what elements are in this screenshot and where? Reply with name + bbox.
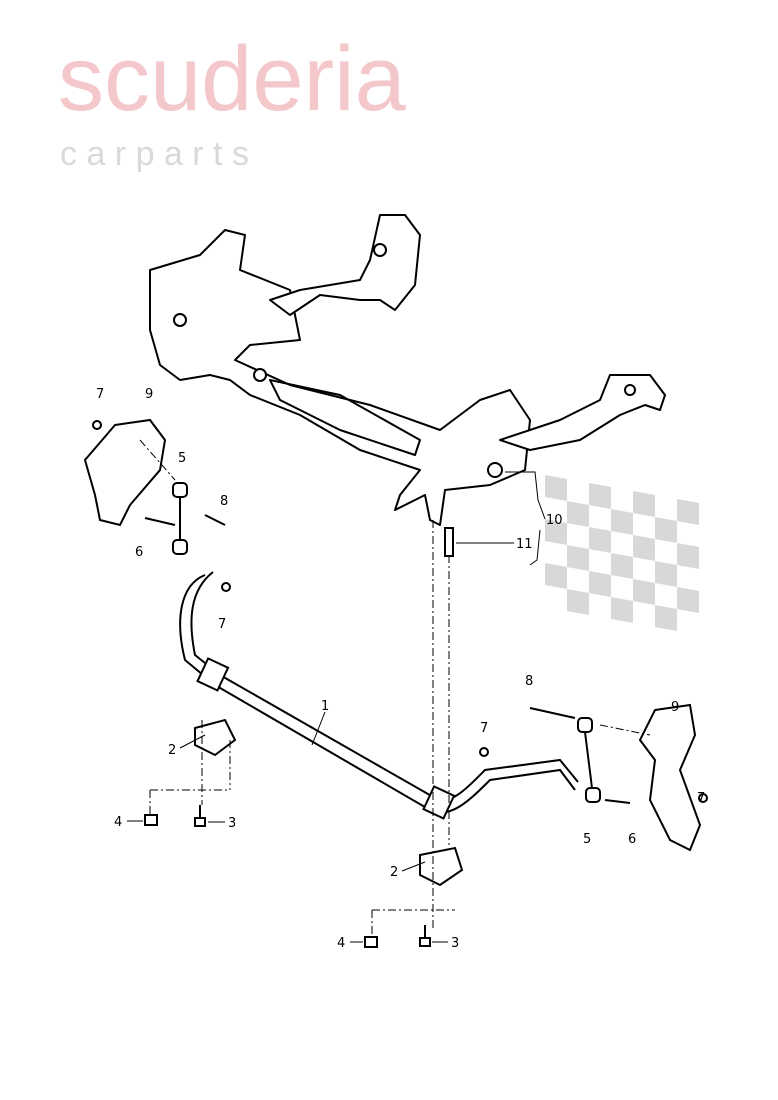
flag-square	[677, 587, 699, 613]
nut	[144, 814, 158, 826]
alignment-lines	[139, 439, 651, 935]
flag-square	[611, 509, 633, 535]
flag-square	[677, 499, 699, 525]
flag-square	[567, 589, 589, 615]
flag-square	[545, 563, 567, 589]
watermark-sub: c a r p a r t s	[60, 135, 249, 173]
coupling-rod-right	[577, 717, 593, 733]
watermark-brand: scuderia	[58, 28, 407, 130]
clamp-right	[419, 846, 464, 887]
flag-square	[633, 491, 655, 517]
flag-square	[611, 597, 633, 623]
callout-9: 9	[145, 387, 153, 402]
callout-8: 8	[525, 674, 533, 689]
flag-square	[677, 543, 699, 569]
leader-lines	[127, 471, 546, 943]
callout-4: 4	[114, 815, 122, 830]
flag-square	[589, 571, 611, 597]
callout-6: 6	[628, 832, 636, 847]
callout-labels: 7 9 5 8 6 7 10 11 1 7 8 9 7 2 4 3 5 6 2 …	[96, 387, 705, 951]
callout-3: 3	[228, 816, 236, 831]
coupling-rod-bracket-left	[83, 418, 167, 527]
flag-square	[655, 605, 677, 631]
coupling-rod-left	[172, 482, 188, 498]
flag-square	[589, 483, 611, 509]
checkered-flag-icon	[545, 475, 699, 631]
flag-square	[611, 553, 633, 579]
callout-8: 8	[220, 494, 228, 509]
callout-7: 7	[697, 791, 705, 806]
flag-square	[633, 535, 655, 561]
flag-square	[567, 545, 589, 571]
flag-square	[589, 527, 611, 553]
callout-7: 7	[96, 387, 104, 402]
stabilizer-bar	[179, 571, 579, 820]
callout-10: 10	[546, 513, 563, 528]
flag-square	[545, 475, 567, 501]
flag-square	[655, 561, 677, 587]
callout-7: 7	[218, 617, 226, 632]
callout-11: 11	[516, 537, 533, 552]
flag-square	[567, 501, 589, 527]
callout-4: 4	[337, 936, 345, 951]
flag-square	[545, 519, 567, 545]
callout-1: 1	[321, 699, 329, 714]
clamp-left	[194, 718, 237, 757]
front-subframe	[149, 214, 666, 526]
flag-square	[633, 579, 655, 605]
callout-5: 5	[178, 451, 186, 466]
callout-9: 9	[671, 700, 679, 715]
callout-2: 2	[390, 865, 398, 880]
callout-6: 6	[135, 545, 143, 560]
watermark: scuderia c a r p a r t s	[58, 28, 699, 631]
callout-7: 7	[480, 721, 488, 736]
callout-3: 3	[451, 936, 459, 951]
flag-square	[655, 517, 677, 543]
callout-5: 5	[583, 832, 591, 847]
callout-2: 2	[168, 743, 176, 758]
coupling-rod-bracket-right	[638, 703, 702, 852]
